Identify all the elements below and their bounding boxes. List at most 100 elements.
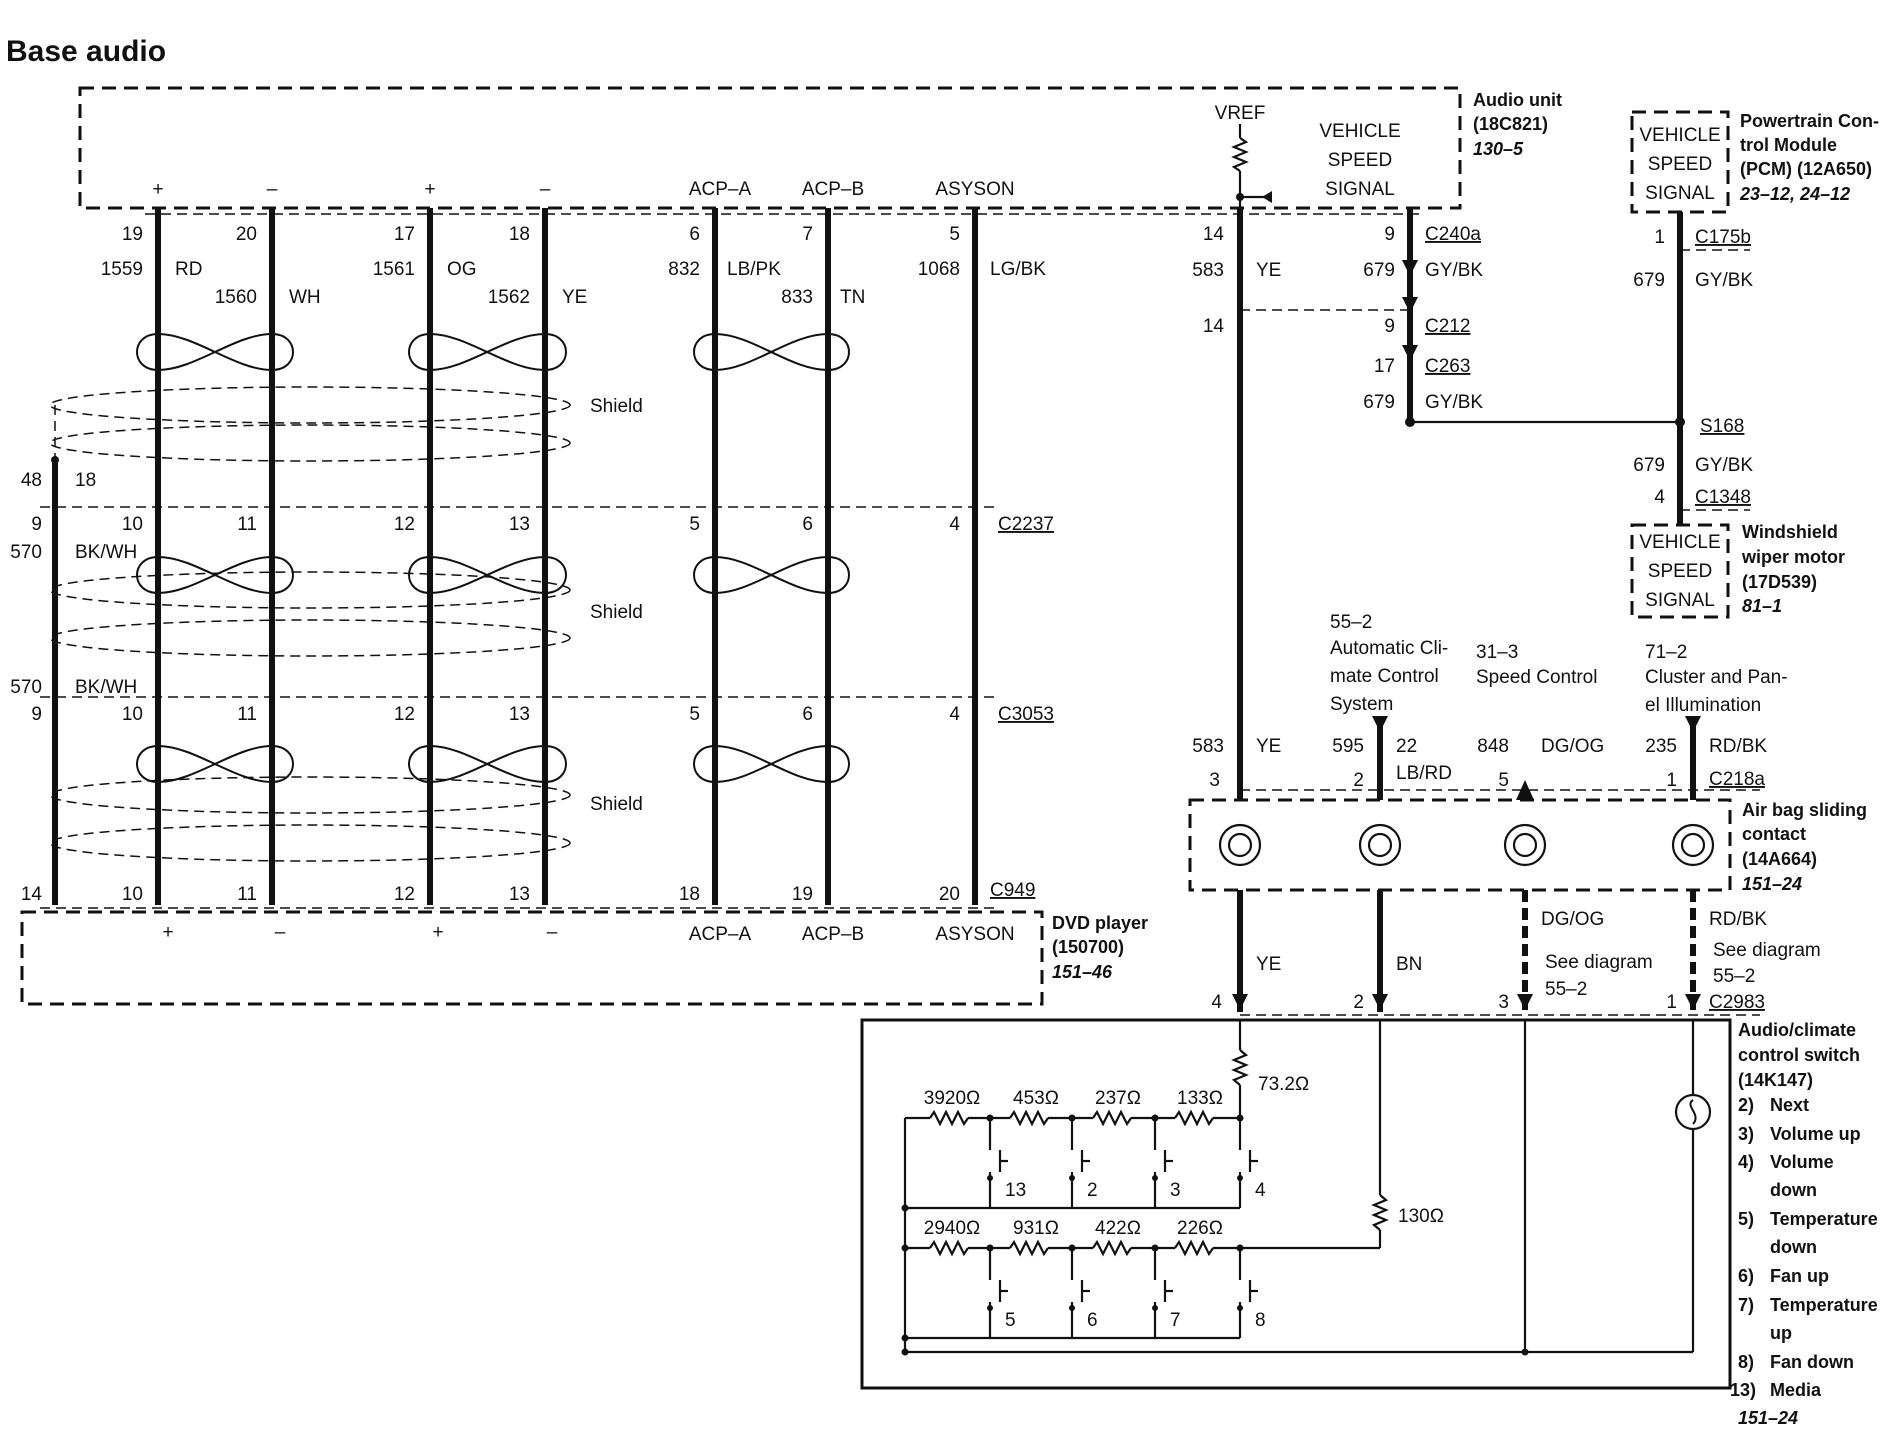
vref-label: VREF xyxy=(1215,103,1266,124)
gybk-circuit-2: 679 xyxy=(1363,392,1395,413)
fn-name: Next xyxy=(1770,1095,1809,1115)
c2983-label: C2983 xyxy=(1709,992,1765,1013)
speed-ref: 31–3 xyxy=(1476,642,1518,663)
drain-pin-48: 48 xyxy=(21,470,42,491)
lower-dgog-color: DG/OG xyxy=(1541,909,1604,930)
wiper-signal-3: SIGNAL xyxy=(1645,590,1715,611)
wiper-label-2: wiper motor xyxy=(1741,547,1845,567)
drain-pin-9a: 9 xyxy=(31,514,42,535)
fn-name: Fan up xyxy=(1770,1266,1829,1286)
fn-name: down xyxy=(1770,1180,1817,1200)
audio-speed-signal-2: SPEED xyxy=(1328,150,1392,171)
cluster-l2: el Illumination xyxy=(1645,695,1761,716)
r-bot-3: 422Ω xyxy=(1095,1218,1141,1239)
audio-unit-ref: 130–5 xyxy=(1473,139,1524,159)
pcm-color: GY/BK xyxy=(1695,270,1753,291)
c218a-label: C218a xyxy=(1709,769,1765,790)
left-wires xyxy=(52,208,978,905)
dvd-plus-2: + xyxy=(432,922,443,943)
wiper-signal-1: VEHICLE xyxy=(1639,532,1720,553)
switch-ref: 151–24 xyxy=(1738,1408,1798,1428)
wiper-ref: 81–1 xyxy=(1742,596,1782,616)
c949-pin: 12 xyxy=(394,884,415,905)
c949-pin: 18 xyxy=(679,884,700,905)
w7-pin: 5 xyxy=(949,224,960,245)
w2-circuit: 1560 xyxy=(215,287,257,308)
rdbk-ref: 55–2 xyxy=(1713,966,1755,987)
buttons-top: 13 2 3 4 xyxy=(987,1118,1266,1208)
acc-color: LB/RD xyxy=(1396,763,1452,784)
cluster-ref: 71–2 xyxy=(1645,642,1687,663)
connector-c949: 10 11 12 13 18 19 20 C949 xyxy=(40,880,1035,909)
w5-circuit: 832 xyxy=(668,259,700,280)
connector-c3053: 10 11 12 13 5 6 4 C3053 xyxy=(40,696,1054,725)
speed-l1: Speed Control xyxy=(1476,667,1597,688)
fn-name: Volume up xyxy=(1770,1124,1861,1144)
c2237-pin: 6 xyxy=(802,514,813,535)
pcm-signal-2: SPEED xyxy=(1648,154,1712,175)
ye-wire: 14 583 YE 14 xyxy=(1192,208,1410,800)
w6-color: TN xyxy=(840,287,865,308)
btn-bot: 5 xyxy=(1005,1310,1016,1331)
acc-l3: System xyxy=(1330,694,1393,715)
fn-name: Volume xyxy=(1770,1152,1834,1172)
w3-pin: 17 xyxy=(394,224,415,245)
pcm-label-2: trol Module xyxy=(1740,135,1837,155)
r-bn-label: 130Ω xyxy=(1398,1206,1444,1227)
fn-num: 6) xyxy=(1738,1266,1754,1286)
pcm-label-1: Powertrain Con- xyxy=(1740,111,1879,131)
r-top-2: 453Ω xyxy=(1013,1088,1059,1109)
airbag-label-1: Air bag sliding xyxy=(1742,800,1867,820)
s168-label: S168 xyxy=(1700,416,1744,437)
btn-bot: 7 xyxy=(1170,1310,1181,1331)
c2237-pin: 5 xyxy=(689,514,700,535)
drain-pin-14: 14 xyxy=(21,884,43,905)
switch-label-3: (14K147) xyxy=(1738,1070,1813,1090)
wiper-motor: VEHICLE SPEED SIGNAL Windshield wiper mo… xyxy=(1630,522,1845,619)
fn-name: Media xyxy=(1770,1380,1822,1400)
w3-color: OG xyxy=(447,259,477,280)
c3053-pin: 13 xyxy=(509,704,530,725)
fn-name: up xyxy=(1770,1323,1792,1343)
dvd-label: DVD player xyxy=(1052,913,1148,933)
airbag-contact: Air bag sliding contact (14A664) 151–24 xyxy=(1188,798,1867,894)
drain-circuit-b: 570 xyxy=(10,677,42,698)
fn-num: 4) xyxy=(1738,1152,1754,1172)
c949-pin: 19 xyxy=(792,884,813,905)
asyson-top: ASYSON xyxy=(935,179,1014,200)
lower-ye-pin: 4 xyxy=(1211,992,1222,1013)
c3053-pin: 6 xyxy=(802,704,813,725)
acc-pin-top: 22 xyxy=(1396,736,1417,757)
page-title: Base audio xyxy=(6,35,166,68)
wiper-label-1: Windshield xyxy=(1742,522,1838,542)
fn-name: Temperature xyxy=(1770,1209,1878,1229)
c949-pin: 10 xyxy=(122,884,143,905)
pcm-ref: 23–12, 24–12 xyxy=(1739,184,1850,204)
audio-speed-signal-1: VEHICLE xyxy=(1319,121,1400,142)
w6-pin: 7 xyxy=(802,224,813,245)
c1348-pin: 4 xyxy=(1654,487,1665,508)
r-bot-1: 2940Ω xyxy=(924,1218,980,1239)
w6-circuit: 833 xyxy=(781,287,813,308)
lower-dgog-pin: 3 xyxy=(1498,992,1509,1013)
c2237-pin: 12 xyxy=(394,514,415,535)
acpb-bottom: ACP–B xyxy=(802,924,864,945)
c3053-pin: 10 xyxy=(122,704,143,725)
acpa-top: ACP–A xyxy=(689,179,752,200)
pcm-color-2: GY/BK xyxy=(1695,455,1753,476)
w1-color: RD xyxy=(175,259,202,280)
c218-ye-color: YE xyxy=(1256,736,1281,757)
audio-unit-label: Audio unit xyxy=(1473,90,1562,110)
switch-label-2: control switch xyxy=(1738,1045,1860,1065)
speed-color: DG/OG xyxy=(1541,736,1604,757)
gybk-circuit-1: 679 xyxy=(1363,260,1395,281)
btn-top: 3 xyxy=(1170,1180,1181,1201)
drain-pin-18: 18 xyxy=(75,470,96,491)
lower-bn-color: BN xyxy=(1396,954,1422,975)
vref-circuit xyxy=(1231,124,1272,208)
c218-ye-pin: 3 xyxy=(1209,770,1220,791)
pcm-label-3: (PCM) (12A650) xyxy=(1740,159,1872,179)
fn-num: 13) xyxy=(1730,1380,1756,1400)
w7-circuit: 1068 xyxy=(918,259,960,280)
twisted-pairs xyxy=(136,332,850,784)
